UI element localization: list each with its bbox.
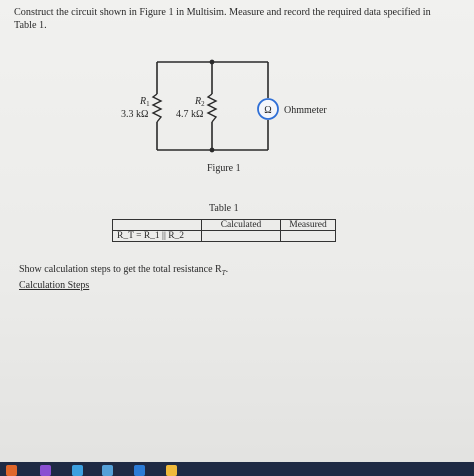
app-icon-purple[interactable] [40,465,51,476]
ohmmeter-label: Ohmmeter [284,105,327,116]
resistor-r1 [151,93,163,123]
r1-name: R1 [139,96,150,108]
ohmmeter-icon [257,98,279,120]
junction-bottom [209,147,215,153]
circuit-wires [156,61,269,151]
calculation-steps-link[interactable]: Calculation Steps [19,280,90,291]
table-row-label: R_T = R_1 || R_2 [112,230,202,242]
app-icon-folder[interactable] [166,465,177,476]
r2-name: R2 [194,96,205,108]
circuit-diagram: Ω Ohmmeter R1 3.3 kΩ R2 4.7 kΩ [121,59,327,153]
figure-caption: Figure 1 [207,163,241,174]
table-header-cell: Measured [280,219,336,231]
app-icon-blue[interactable] [72,465,83,476]
table-row: R_T = R_1 || R_2 [112,230,336,242]
table-header-cell: Calculated [201,219,281,231]
resistor-r2 [206,93,218,123]
table-title: Table 1 [209,203,239,214]
r2-value: 4.7 kΩ [176,109,203,120]
show-steps-text: Show calculation steps to get the total … [19,264,229,277]
app-icon-store[interactable] [134,465,145,476]
app-icon-lightblue[interactable] [102,465,113,476]
measured-cell[interactable] [280,230,336,242]
table-header-row: Calculated Measured [112,219,336,231]
ohmmeter-symbol: Ω [264,105,271,116]
instruction-text: Construct the circuit shown in Figure 1 … [14,7,431,31]
app-icon-orange[interactable] [6,465,17,476]
junction-top [209,59,215,65]
calculated-cell[interactable] [201,230,281,242]
taskbar [0,462,474,476]
table-header-cell [112,219,202,231]
r1-value: 3.3 kΩ [121,109,148,120]
data-table: Calculated Measured R_T = R_1 || R_2 [112,219,336,242]
